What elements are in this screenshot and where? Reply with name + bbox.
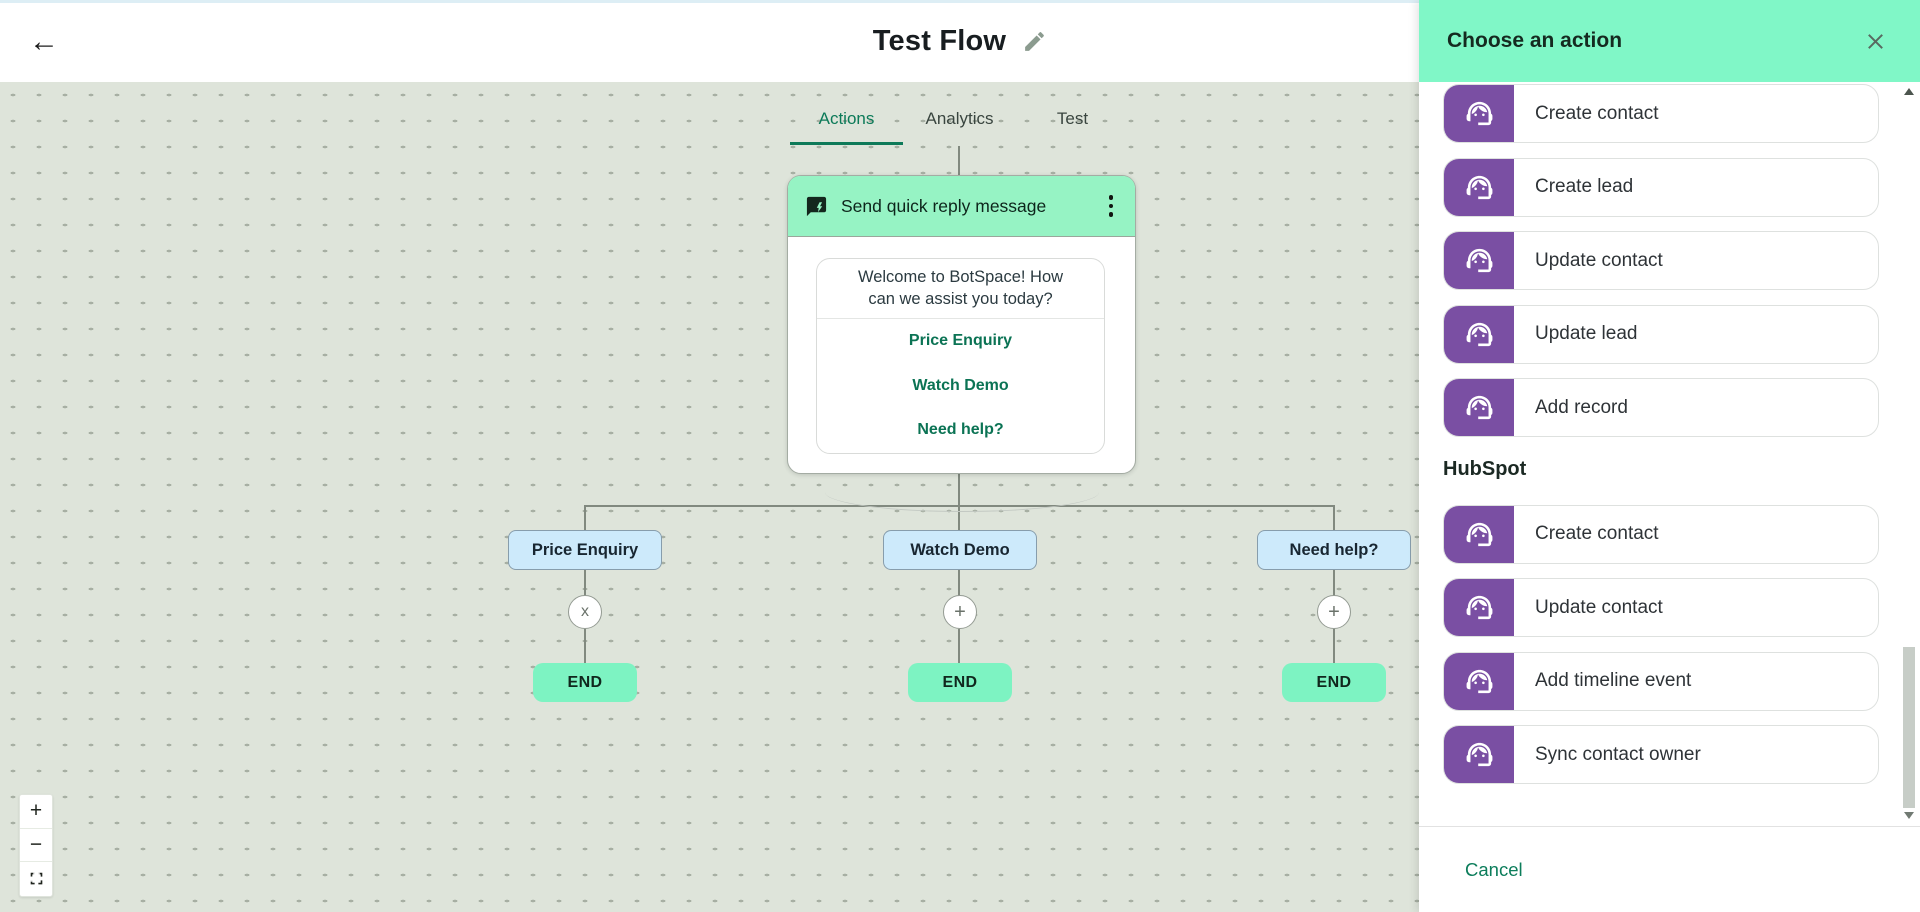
hubspot-app-chip: [1444, 652, 1514, 710]
support-agent-icon: [1466, 669, 1492, 693]
connector-branch1-to-circle: [584, 570, 586, 596]
action-item-label: Update lead: [1535, 323, 1638, 344]
bubble-curl-decoration: [825, 490, 1099, 512]
action-item-update-lead[interactable]: Update lead: [1443, 304, 1879, 364]
quick-reply-option-2[interactable]: Watch Demo: [912, 376, 1009, 394]
connector-tabs-to-node: [958, 146, 960, 175]
add-step-circle-button[interactable]: +: [1317, 595, 1351, 629]
hubspot-app-chip: [1444, 579, 1514, 636]
quick-reply-option-3[interactable]: Need help?: [917, 421, 1004, 439]
connector-circle3-to-end: [1333, 629, 1335, 663]
support-agent-icon: [1466, 175, 1492, 199]
hubspot-app-chip: [1444, 726, 1514, 783]
fit-view-button[interactable]: [20, 862, 52, 896]
zoom-in-button[interactable]: +: [20, 795, 52, 829]
scroll-down-arrow-icon[interactable]: [1904, 812, 1914, 819]
action-item-label: Sync contact owner: [1535, 743, 1701, 765]
node-menu-kebab-icon[interactable]: [1101, 189, 1122, 223]
top-accent-strip: [0, 0, 1419, 3]
action-item-create-lead[interactable]: Create lead: [1443, 157, 1879, 217]
quick-reply-node-body: Welcome to BotSpace! How can we assist y…: [788, 237, 1135, 512]
quick-reply-option-1[interactable]: Price Enquiry: [908, 332, 1013, 350]
quick-reply-preview-bubble[interactable]: Welcome to BotSpace! How can we assist y…: [816, 258, 1105, 454]
action-item-hubspot-create-contact[interactable]: Create contact: [1443, 504, 1879, 564]
section-heading-hubspot: HubSpot: [1443, 457, 1527, 480]
action-item-label: Create contact: [1535, 102, 1659, 124]
connector-circle2-to-end: [958, 629, 960, 663]
canvas-zoom-controls: + −: [19, 794, 53, 897]
action-item-label: Create contact: [1535, 523, 1659, 544]
support-agent-icon: [1466, 522, 1492, 546]
connector-drop-1: [584, 505, 586, 530]
connector-branch2-to-circle: [958, 570, 960, 596]
support-agent-icon: [1466, 322, 1492, 346]
panel-title: Choose an action: [1447, 29, 1623, 52]
close-icon: [1867, 33, 1883, 49]
support-agent-icon: [1466, 248, 1492, 273]
fullscreen-icon: [30, 872, 42, 885]
crm-app-chip: [1444, 379, 1514, 436]
end-node-1: END: [533, 663, 637, 702]
crm-app-chip: [1444, 232, 1514, 289]
action-item-create-contact[interactable]: Create contact: [1443, 84, 1879, 143]
tab-test[interactable]: Test: [1056, 108, 1089, 128]
panel-scrollbar[interactable]: [1903, 84, 1916, 824]
end-node-2: END: [908, 663, 1012, 702]
back-button[interactable]: ←: [29, 25, 59, 58]
connector-circle1-to-end: [584, 629, 586, 663]
connector-drop-3: [1333, 505, 1335, 530]
action-item-label: Update contact: [1535, 249, 1663, 271]
action-item-update-contact[interactable]: Update contact: [1443, 231, 1879, 290]
crm-app-chip: [1444, 305, 1514, 363]
quick-reply-node-title: Send quick reply message: [841, 195, 1047, 216]
support-agent-icon: [1466, 742, 1492, 767]
action-item-label: Update contact: [1535, 596, 1663, 618]
panel-footer: Cancel: [1419, 826, 1920, 912]
action-list-viewport[interactable]: Create contact Create lead Update contac…: [1419, 82, 1920, 826]
branch-node-watch-demo[interactable]: Watch Demo: [883, 530, 1037, 570]
zoom-out-button[interactable]: −: [20, 829, 52, 862]
branch-node-price-enquiry[interactable]: Price Enquiry: [508, 530, 662, 570]
action-list: Create contact Create lead Update contac…: [1419, 82, 1920, 799]
remove-step-circle-button[interactable]: x: [568, 595, 602, 629]
scroll-up-arrow-icon[interactable]: [1904, 88, 1914, 95]
quick-reply-message-text: Welcome to BotSpace! How can we assist y…: [817, 259, 1104, 319]
support-agent-icon: [1466, 595, 1492, 620]
connector-drop-2: [958, 505, 960, 530]
action-item-label: Add record: [1535, 396, 1628, 418]
cancel-button[interactable]: Cancel: [1465, 858, 1523, 880]
connector-branch3-to-circle: [1333, 570, 1335, 596]
choose-action-panel-header: Choose an action: [1419, 0, 1920, 82]
support-agent-icon: [1466, 395, 1492, 420]
crm-app-chip: [1444, 158, 1514, 216]
edit-title-pencil-icon[interactable]: [1022, 29, 1047, 54]
quick-reply-icon: [806, 196, 827, 216]
action-item-sync-contact-owner[interactable]: Sync contact owner: [1443, 725, 1879, 784]
action-item-add-timeline-event[interactable]: Add timeline event: [1443, 651, 1879, 711]
choose-action-panel: Choose an action Create contact: [1419, 0, 1920, 912]
support-agent-icon: [1466, 101, 1492, 126]
crm-app-chip: [1444, 85, 1514, 142]
quick-reply-node-header[interactable]: Send quick reply message: [788, 176, 1135, 237]
tab-actions[interactable]: Actions: [790, 95, 903, 145]
action-item-hubspot-update-contact[interactable]: Update contact: [1443, 578, 1879, 637]
close-panel-button[interactable]: [1860, 26, 1890, 56]
end-node-3: END: [1282, 663, 1386, 702]
hubspot-app-chip: [1444, 505, 1514, 563]
action-item-label: Add timeline event: [1535, 670, 1692, 691]
scrollbar-thumb[interactable]: [1903, 647, 1915, 808]
tab-analytics[interactable]: Analytics: [925, 108, 994, 128]
action-item-label: Create lead: [1535, 176, 1634, 197]
action-item-add-record[interactable]: Add record: [1443, 378, 1879, 437]
add-step-circle-button[interactable]: +: [943, 595, 977, 629]
quick-reply-node[interactable]: Send quick reply message Welcome to BotS…: [787, 175, 1136, 512]
top-header-bar: ←: [0, 0, 1419, 82]
branch-node-need-help[interactable]: Need help?: [1257, 530, 1411, 570]
view-tabs: Actions Analytics Test: [790, 95, 1129, 145]
flow-canvas[interactable]: [0, 82, 1419, 912]
